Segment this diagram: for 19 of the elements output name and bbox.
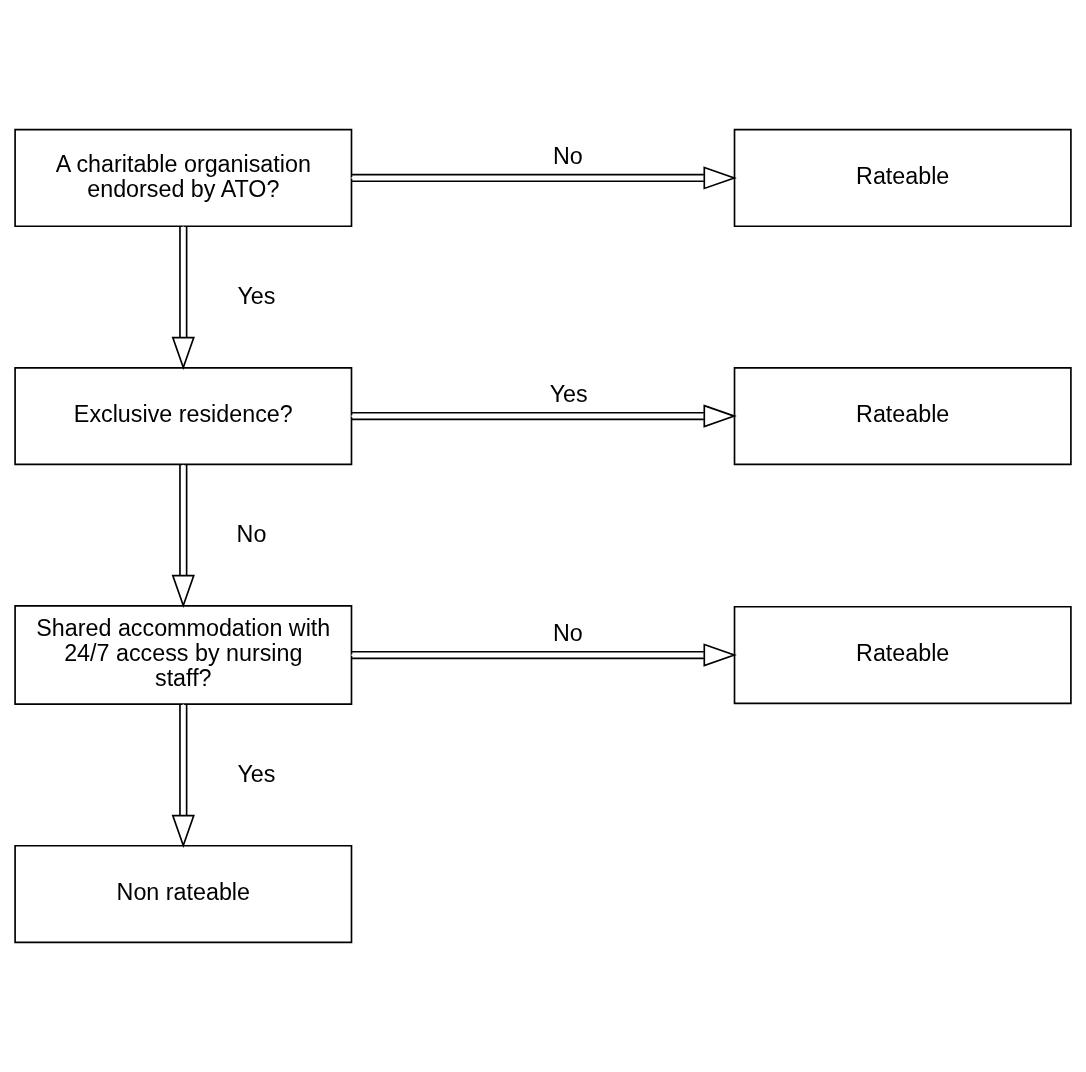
node-box: Non rateable [14,844,353,944]
node-box: A charitable organisation endorsed by ATO? [14,128,353,228]
edge-label: No [236,521,267,548]
node-box: Shared accommodation with 24/7 access by nursing staff? [14,605,353,706]
edge-label: Yes [237,760,276,787]
arrow [350,404,737,428]
edge-label: Yes [549,381,588,408]
edge-label: Yes [237,283,276,310]
node-box: Rateable [733,605,1072,705]
node-box: Rateable [733,366,1072,466]
arrow [171,703,195,849]
node-box: Rateable [733,128,1072,228]
arrow [350,643,737,667]
node-box: Exclusive residence? [14,366,353,466]
arrow [350,166,737,190]
edge-label: No [552,620,583,647]
arrow [171,464,195,609]
arrow [171,225,195,371]
edge-label: No [552,143,583,170]
